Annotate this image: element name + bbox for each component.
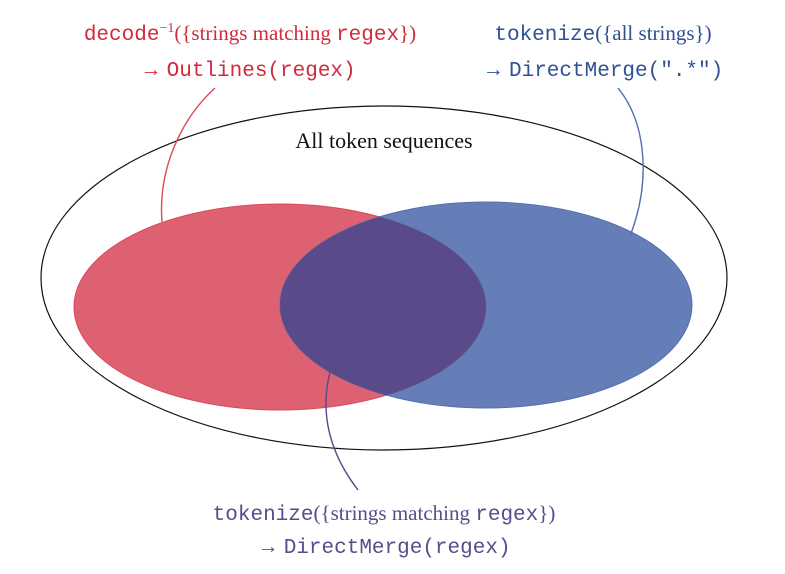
red-connector-line bbox=[160, 87, 216, 223]
overlap-annotation-line1: tokenize({strings matching regex}) bbox=[213, 501, 556, 527]
intersection-region bbox=[280, 204, 486, 408]
overlap-connector-line bbox=[325, 371, 359, 491]
blue-annotation-line2: → DirectMerge(".*") bbox=[483, 57, 724, 83]
universe-label: All token sequences bbox=[295, 128, 472, 153]
red-annotation-line1: decode−1({strings matching regex}) bbox=[84, 21, 416, 47]
red-annotation-line2: → Outlines(regex) bbox=[140, 57, 355, 83]
blue-annotation-line1: tokenize({all strings}) bbox=[494, 21, 711, 47]
all-token-sequences-ellipse bbox=[40, 105, 728, 451]
overlap-annotation-line2: → DirectMerge(regex) bbox=[257, 534, 510, 560]
blue-connector-line bbox=[617, 87, 644, 237]
